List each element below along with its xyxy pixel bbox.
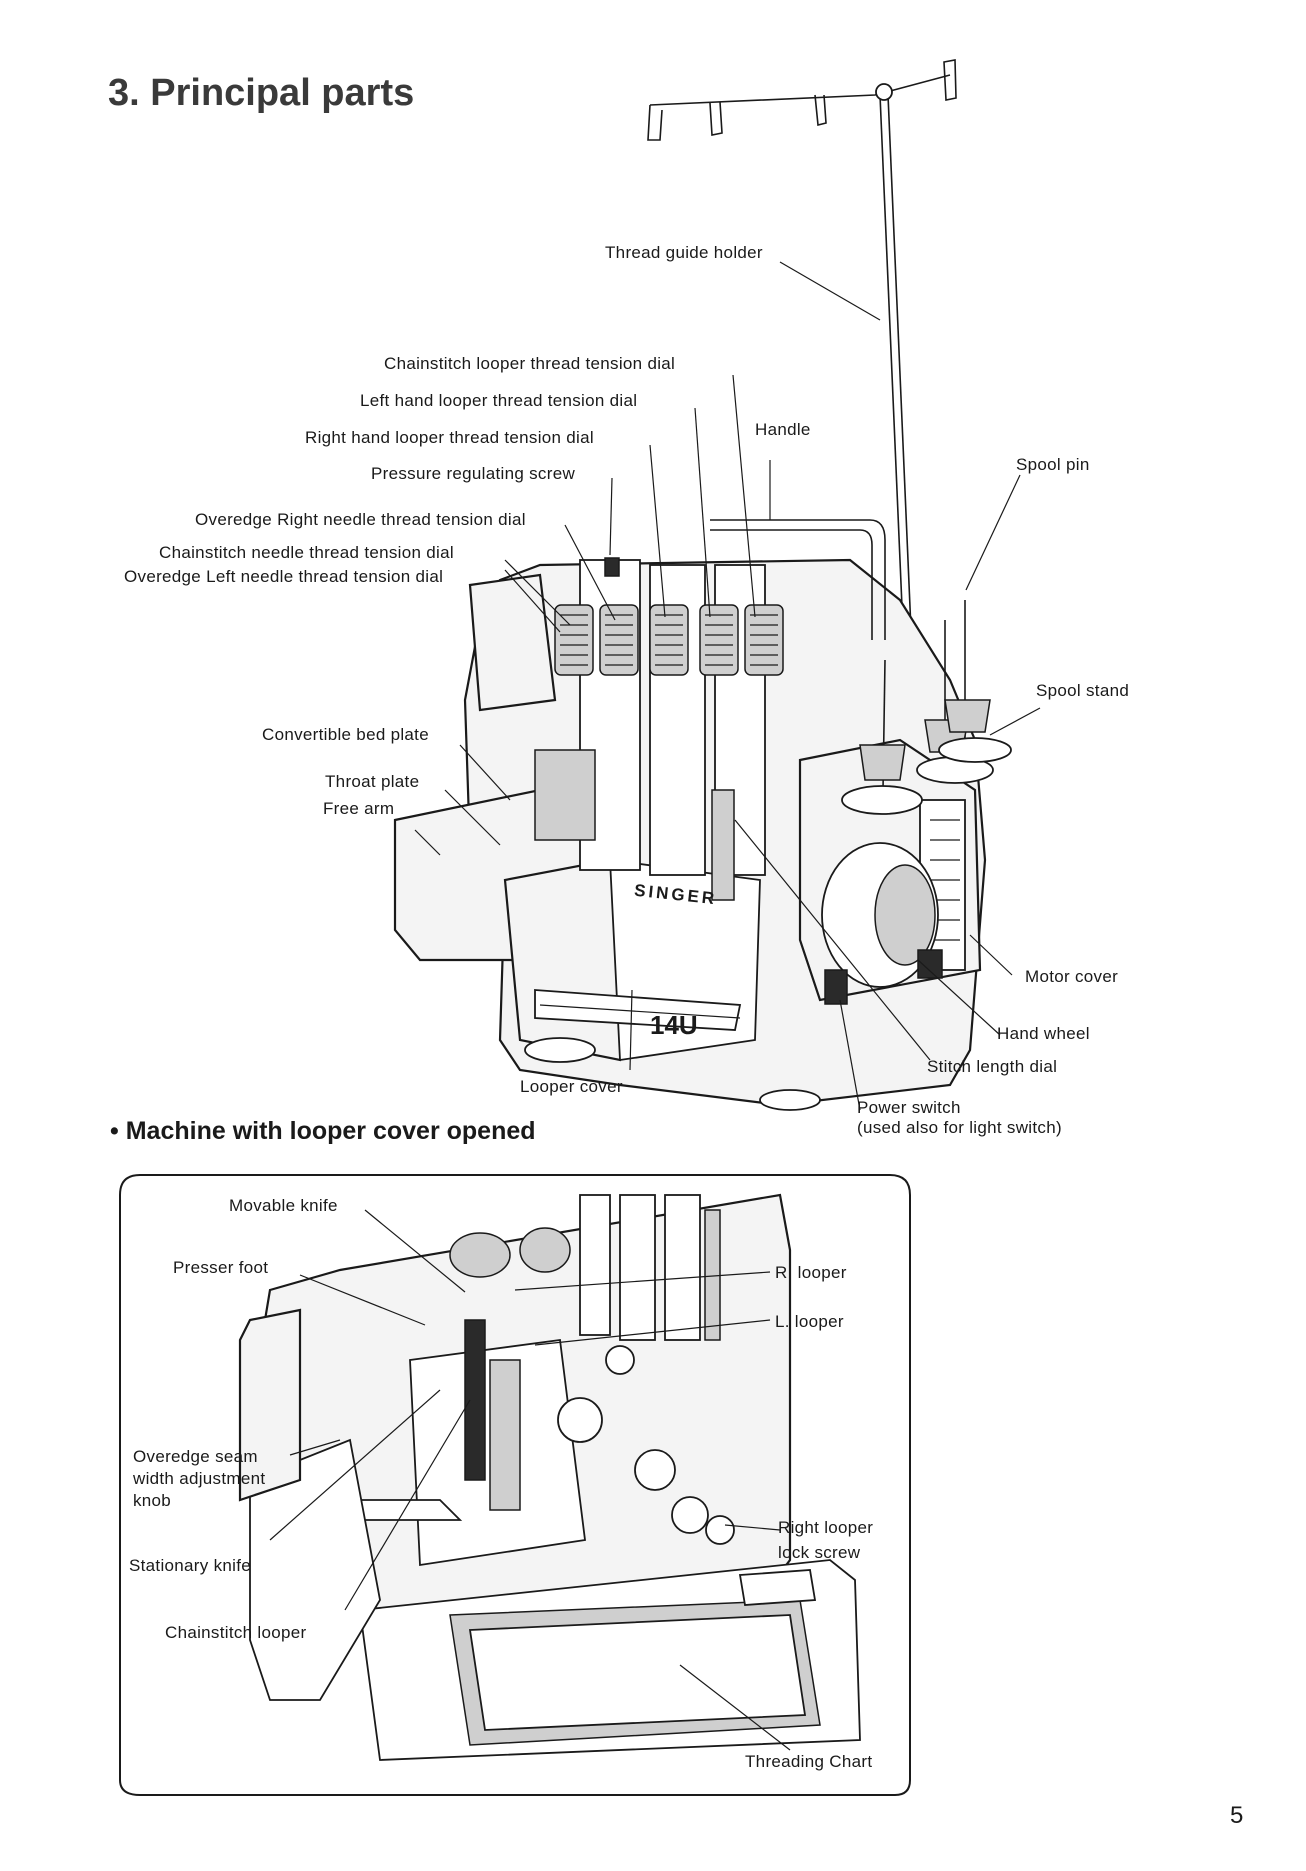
label-throat-plate: Throat plate: [325, 772, 420, 791]
leader-lines-main: [414, 261, 1041, 1111]
thread-guide-holder: [647, 59, 957, 701]
label-overedge-seam-3: knob: [133, 1491, 172, 1510]
label-handle: Handle: [755, 420, 811, 439]
label-threading-chart: Threading Chart: [745, 1752, 873, 1771]
label-hand-wheel: Hand wheel: [997, 1024, 1090, 1043]
label-right-looper-lock-1: Right looper: [778, 1518, 874, 1537]
section-subtitle: • Machine with looper cover opened: [110, 1117, 536, 1146]
subtitle-text: Machine with looper cover opened: [125, 1117, 536, 1145]
label-motor-cover: Motor cover: [1025, 967, 1119, 986]
label-r-looper: R. looper: [775, 1263, 847, 1282]
label-chainstitch-needle: Chainstitch needle thread tension dial: [159, 543, 454, 562]
label-l-looper: L. looper: [775, 1312, 844, 1331]
label-stitch-length: Stitch length dial: [927, 1057, 1058, 1076]
label-overedge-seam-2: width adjustment: [133, 1469, 266, 1488]
model-number: 14U: [650, 1010, 698, 1040]
label-left-looper-dial: Left hand looper thread tension dial: [360, 391, 638, 410]
label-spool-stand: Spool stand: [1036, 681, 1130, 700]
label-pressure-screw: Pressure regulating screw: [371, 464, 576, 483]
label-power-switch-note: (used also for light switch): [857, 1118, 1062, 1137]
page-number: 5: [1230, 1802, 1244, 1829]
label-power-switch: Power switch: [857, 1098, 961, 1117]
label-overedge-left-needle: Overedge Left needle thread tension dial: [124, 567, 444, 586]
spool-stand: [841, 600, 1012, 815]
detail-illustration: [238, 1193, 861, 1761]
label-right-looper-dial: Right hand looper thread tension dial: [305, 428, 594, 447]
detail-frame: [119, 1174, 911, 1796]
tension-dials: [554, 557, 784, 901]
label-free-arm: Free arm: [323, 799, 395, 818]
label-presser-foot: Presser foot: [173, 1258, 269, 1277]
label-right-looper-lock-2: lock screw: [778, 1543, 861, 1562]
label-convertible-bed: Convertible bed plate: [262, 725, 429, 744]
label-spool-pin: Spool pin: [1016, 455, 1090, 474]
leader-lines-detail: [269, 1209, 791, 1751]
label-overedge-right-needle: Overedge Right needle thread tension dia…: [195, 510, 526, 529]
label-looper-cover: Looper cover: [520, 1077, 623, 1096]
page-title: 3. Principal parts: [108, 72, 415, 114]
bullet: •: [110, 1117, 119, 1145]
label-overedge-seam-1: Overedge seam: [133, 1447, 258, 1466]
label-chainstitch-looper: Chainstitch looper: [165, 1623, 307, 1642]
label-thread-guide-holder: Thread guide holder: [605, 243, 763, 262]
label-chainstitch-looper-dial: Chainstitch looper thread tension dial: [384, 354, 676, 373]
label-movable-knife: Movable knife: [229, 1196, 338, 1215]
label-stationary-knife: Stationary knife: [129, 1556, 251, 1575]
